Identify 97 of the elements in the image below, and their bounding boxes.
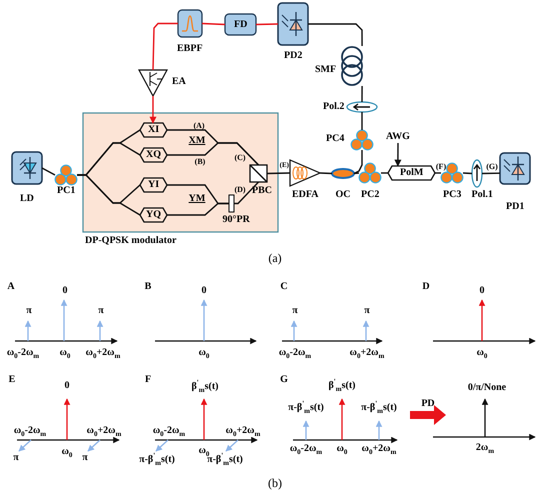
- spectrum-label: β$^{'}$$_{m}$s(t): [328, 380, 356, 392]
- spectrum-label: 0: [202, 285, 206, 297]
- spectrum-label: E: [8, 374, 16, 386]
- spectrum-label: ω$_{0}$+2ω$_{m}$: [350, 347, 384, 359]
- component-label: 90°PR: [222, 214, 250, 226]
- signal-point-label: (D): [234, 184, 246, 196]
- component-label: PC3: [443, 189, 462, 201]
- panel-caption: (b): [268, 477, 282, 489]
- connector-line: [320, 172, 332, 174]
- spectrum-label: 0: [480, 285, 484, 297]
- component-label: XQ: [146, 149, 161, 161]
- connector-line: [308, 23, 363, 46]
- spectrum-label: B: [144, 281, 152, 293]
- signal-source-label: AWG: [386, 131, 410, 143]
- spectrum-label: ω$_{0}$+2ω$_{m}$: [86, 347, 120, 359]
- spectrum-label: π: [13, 452, 19, 464]
- signal-point-label: XM: [188, 135, 206, 147]
- connector-line: [354, 150, 363, 174]
- spectrum-label: D: [422, 281, 430, 293]
- spectrum-label: G: [280, 374, 288, 386]
- component-label: EDFA: [292, 189, 318, 201]
- connector-line: [152, 22, 178, 70]
- spectrum-label: ω$_{0}$+2ω$_{m}$: [86, 425, 122, 437]
- connector-line: [167, 142, 259, 166]
- component-label: DP-QPSK modulator: [85, 235, 176, 247]
- spectrum-label: π: [98, 305, 104, 317]
- panel-caption: (a): [268, 252, 282, 264]
- spectrum-label: β$^{'}$$_{m}$s(t): [192, 381, 218, 393]
- spectrum-label: 0: [64, 380, 70, 392]
- connector-line: [202, 22, 226, 26]
- component-label: OC: [336, 189, 350, 201]
- spectrum-label: A: [7, 281, 15, 293]
- spectrum-label: ω$_{0}$-2ω$_{m}$: [278, 347, 312, 359]
- connector-line: [361, 86, 363, 102]
- component-label: PC1: [57, 185, 76, 197]
- component-label: PD1: [506, 201, 524, 213]
- connector-line: [266, 172, 290, 174]
- connector-line: [381, 172, 388, 174]
- signal-point-label: YM: [188, 193, 206, 205]
- spectrum-label: ω$_{0}$: [476, 347, 488, 359]
- spectrum-label: 2ω$_{m}$: [476, 442, 494, 454]
- spectrum-label: ω$_{0}$: [62, 446, 72, 458]
- component-label: FD: [234, 18, 248, 30]
- signal-point-label: (G): [486, 161, 498, 173]
- component-label: YI: [148, 179, 160, 191]
- spectrum-label: 0: [62, 285, 68, 297]
- connector-line: [354, 172, 360, 174]
- spectrum-label: PD: [421, 398, 435, 410]
- component-label: PolM: [400, 167, 424, 179]
- spectrum-label: π-β$^{'}$$_{m}$s(t): [207, 454, 243, 466]
- spectrum-label: C: [280, 281, 288, 293]
- signal-point-label: (C): [234, 152, 246, 164]
- connector-line: [394, 143, 402, 167]
- component-label: PBC: [252, 185, 272, 197]
- spectrum-label: ω$_{0}$-2ω$_{m}$: [290, 443, 322, 455]
- spectrum-label: π: [26, 305, 32, 317]
- component-label: Pol.2: [323, 101, 344, 113]
- spectrum-label: ω$_{0}$+2ω$_{m}$: [226, 425, 260, 437]
- connector-line: [435, 172, 441, 174]
- component-label: YQ: [146, 209, 161, 221]
- signal-point-label: (B): [194, 156, 206, 168]
- component-label: LD: [20, 193, 34, 205]
- spectrum-label: ω$_{0}$-2ω$_{m}$: [6, 347, 40, 359]
- connector-line: [361, 112, 363, 130]
- spectrum-label: F: [144, 374, 152, 386]
- connector-line: [482, 172, 500, 174]
- spectrum-label: π: [292, 305, 298, 317]
- component-label: EA: [172, 76, 186, 88]
- connector-line: [462, 172, 472, 174]
- signal-point-label: (A): [193, 120, 205, 132]
- component-label: SMF: [315, 64, 336, 76]
- spectrum-label: ω$_{0}$-2ω$_{m}$: [152, 425, 186, 437]
- connector-line: [167, 202, 229, 216]
- component-label: XI: [148, 124, 160, 136]
- component-label: EBPF: [177, 43, 203, 55]
- signal-point-label: (F): [436, 161, 446, 173]
- spectrum-label: ω$_{0}$: [198, 347, 210, 359]
- connector-line: [77, 174, 140, 216]
- connector-line: [149, 96, 156, 124]
- component-label: PD2: [284, 50, 302, 62]
- spectrum-label: π: [82, 452, 88, 464]
- spectrum-label: ω$_{0}$-2ω$_{m}$: [14, 425, 46, 437]
- spectrum-label: π-β$^{'}$$_{m}$s(t): [361, 402, 397, 414]
- connector-line: [234, 182, 259, 204]
- component-label: Pol.1: [472, 189, 493, 201]
- spectrum-label: ω$_{0}$: [60, 347, 70, 359]
- component-label: PC4: [326, 133, 344, 145]
- spectrum-label: π-β$^{'}$$_{m}$s(t): [288, 402, 324, 414]
- spectrum-label: ω$_{0}$: [336, 443, 348, 455]
- spectrum-label: ω$_{0}$: [198, 445, 210, 457]
- connector-line: [42, 167, 56, 176]
- connector-line: [256, 23, 278, 26]
- component-label: PC2: [361, 189, 380, 201]
- spectrum-label: π-β$^{'}$$_{m}$s(t): [139, 454, 175, 466]
- spectrum-label: ω$_{0}$+2ω$_{m}$: [362, 443, 396, 455]
- spectrum-label: 0/π/None: [468, 382, 506, 394]
- spectrum-label: π: [364, 305, 370, 317]
